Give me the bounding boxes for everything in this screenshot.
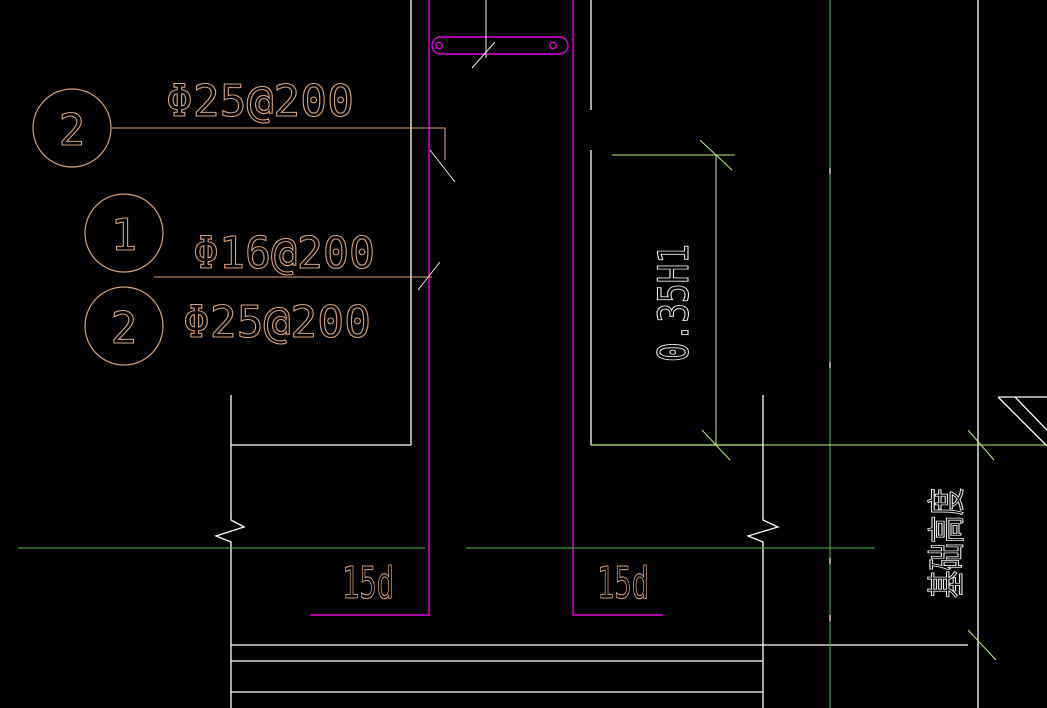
callout-number-1: 2 [59, 105, 86, 156]
leader-lines [112, 127, 446, 278]
callout-number-3: 2 [111, 303, 138, 354]
dimension-lines [591, 139, 1047, 661]
callout-circle-1 [32, 88, 112, 168]
callout-circle-2 [84, 193, 164, 273]
dimension-height-label: 0.35H1 [649, 244, 698, 362]
rebar-tick-marks [417, 0, 496, 291]
rebar-spec-label-2: Φ16@200 [193, 228, 375, 279]
rebar-spec-label-1: Φ25@200 [166, 76, 354, 127]
anchorage-label-left: 15d [342, 558, 394, 609]
rebar-lines [310, 0, 663, 616]
callout-number-2: 1 [111, 210, 138, 261]
concrete-outline [214, 0, 1047, 708]
anchorage-label-right: 15d [597, 558, 649, 609]
foundation-height-label: 基础高度 [925, 488, 969, 598]
rebar-spec-label-3: Φ25@200 [183, 297, 371, 348]
axis-lines [18, 0, 875, 708]
callout-circle-3 [84, 286, 164, 366]
